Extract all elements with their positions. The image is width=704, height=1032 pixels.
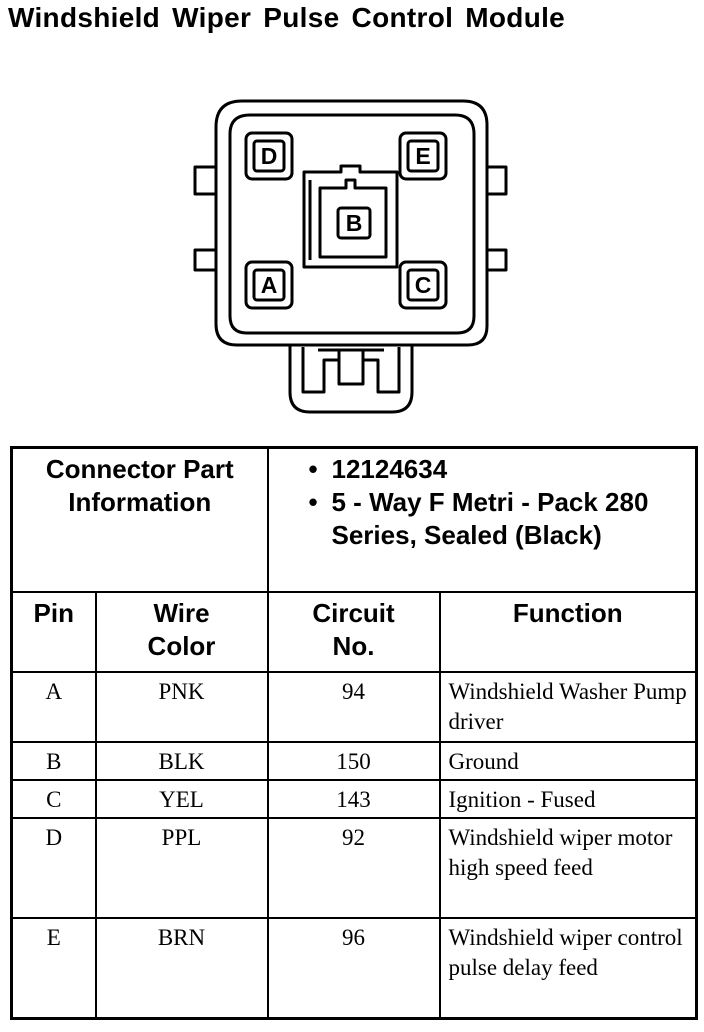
left-lower-tab	[193, 248, 219, 272]
pin-cell: D	[10, 817, 97, 919]
pin-cell: B	[10, 741, 97, 781]
function-cell: Windshield wiper motor high speed feed	[438, 817, 698, 919]
connector-face-drawing: D E A C B	[193, 99, 508, 414]
part-info-label-line2: Information	[68, 487, 212, 517]
pin-a-inner	[252, 268, 286, 302]
function-cell: Ignition - Fused	[438, 779, 698, 819]
circuit-cell: 92	[266, 817, 441, 919]
pin-b-box	[336, 206, 372, 240]
center-key-outer	[302, 164, 399, 269]
wire-color-cell: BLK	[94, 741, 269, 781]
center-key-inner	[318, 178, 388, 259]
part-info-row: Connector Part Information 12124634 5 - …	[10, 446, 698, 593]
table-row: B BLK 150 Ground	[10, 741, 698, 781]
column-header-wire-color: Wire Color	[94, 591, 269, 673]
function-cell: Windshield wiper control pulse delay fee…	[438, 917, 698, 1019]
column-header-row: Pin Wire Color Circuit No. Function	[10, 591, 698, 673]
pin-cell: A	[10, 671, 97, 743]
left-upper-tab	[193, 165, 219, 196]
pin-label-e: E	[415, 143, 430, 169]
part-info-label-line1: Connector Part	[45, 454, 234, 484]
latch-right-arm	[363, 347, 401, 394]
latch-center-post	[337, 350, 365, 386]
pin-cell: E	[10, 917, 97, 1019]
wire-color-cell: YEL	[94, 779, 269, 819]
wire-color-cell: PNK	[94, 671, 269, 743]
latch-housing	[288, 336, 414, 414]
column-header-pin: Pin	[10, 591, 97, 673]
table-row: C YEL 143 Ignition - Fused	[10, 779, 698, 819]
pin-label-c: C	[415, 272, 432, 298]
part-info-label: Connector Part Information	[10, 446, 269, 593]
column-header-circuit-line1: Circuit	[312, 598, 395, 628]
circuit-cell: 143	[266, 779, 441, 819]
part-description: 5 - Way F Metri - Pack 280 Series, Seale…	[309, 486, 696, 552]
table-row: E BRN 96 Windshield wiper control pulse …	[10, 917, 698, 1019]
pin-e-inner	[406, 139, 440, 173]
part-info-values: 12124634 5 - Way F Metri - Pack 280 Seri…	[266, 446, 698, 593]
pinout-table: Connector Part Information 12124634 5 - …	[10, 446, 699, 1020]
table-row: A PNK 94 Windshield Washer Pump driver	[10, 671, 698, 743]
pin-d-inner	[252, 139, 286, 173]
column-header-wire-color-line1: Wire	[153, 598, 210, 628]
function-cell: Ground	[438, 741, 698, 781]
table-row: D PPL 92 Windshield wiper motor high spe…	[10, 817, 698, 919]
wire-color-cell: PPL	[94, 817, 269, 919]
column-header-circuit-line2: No.	[332, 631, 375, 661]
pin-label-d: D	[261, 143, 278, 169]
column-header-wire-color-line2: Color	[147, 631, 216, 661]
circuit-cell: 150	[266, 741, 441, 781]
diagram-title: Windshield Wiper Pulse Control Module	[8, 2, 566, 33]
part-number: 12124634	[309, 453, 696, 486]
column-header-function: Function	[438, 591, 698, 673]
pin-label-b: B	[346, 210, 363, 236]
latch-left-arm	[301, 347, 339, 394]
pin-c-inner	[406, 268, 440, 302]
circuit-cell: 96	[266, 917, 441, 1019]
circuit-cell: 94	[266, 671, 441, 743]
pin-cell: C	[10, 779, 97, 819]
pin-label-a: A	[261, 272, 278, 298]
column-header-circuit: Circuit No.	[266, 591, 441, 673]
function-cell: Windshield Washer Pump driver	[438, 671, 698, 743]
wire-color-cell: BRN	[94, 917, 269, 1019]
